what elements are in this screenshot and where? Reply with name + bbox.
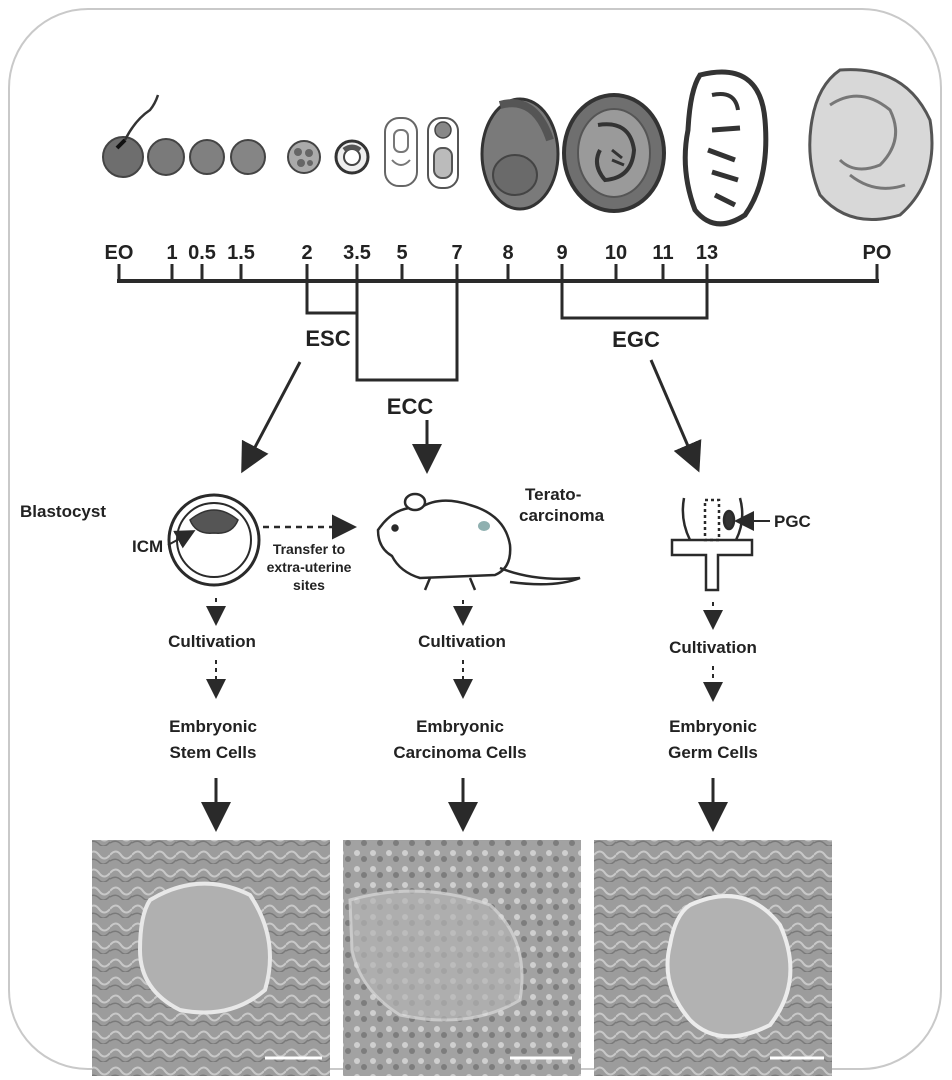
timeline-tick-label: 8 bbox=[502, 242, 513, 264]
morula-icon bbox=[288, 141, 320, 173]
teratocarcinoma-label-line2: carcinoma bbox=[519, 506, 605, 525]
transfer-label-line1: Transfer to bbox=[273, 541, 345, 557]
late-fetus-icon bbox=[810, 70, 932, 220]
transfer-label-line2: extra-uterine bbox=[267, 559, 352, 575]
early-somite-embryo-icon bbox=[428, 118, 458, 188]
timeline-tick-label: 2 bbox=[301, 242, 312, 264]
egc-bracket bbox=[562, 281, 707, 318]
timeline-tick-label: 1 bbox=[166, 242, 177, 264]
genital-ridge-icon bbox=[672, 498, 752, 590]
timeline-tick-label: PO bbox=[863, 242, 892, 264]
cultivation-label-ecc: Cultivation bbox=[418, 632, 506, 651]
two-cell-embryo-icon bbox=[148, 139, 184, 175]
timeline-tick-label: 7 bbox=[451, 242, 462, 264]
result-ecc-line2: Carcinoma Cells bbox=[393, 743, 526, 762]
turning-embryo-icon bbox=[482, 99, 558, 209]
blastocyst-stage-icon bbox=[336, 141, 368, 173]
pgc-label: PGC bbox=[774, 512, 811, 531]
blastocyst-label: Blastocyst bbox=[20, 502, 106, 521]
timeline-tick-label: 0.5 bbox=[188, 242, 216, 264]
result-esc-line1: Embryonic bbox=[169, 717, 257, 736]
icm-label: ICM bbox=[132, 537, 163, 556]
timeline-tick-label: EO bbox=[105, 242, 134, 264]
cultivation-label-esc: Cultivation bbox=[168, 632, 256, 651]
esc-label: ESC bbox=[305, 326, 350, 351]
timeline-tick-label: 13 bbox=[696, 242, 718, 264]
result-egc-line2: Germ Cells bbox=[668, 743, 758, 762]
transfer-label-line3: sites bbox=[293, 577, 325, 593]
esc-arrow bbox=[244, 362, 300, 468]
column-egc: Cultivation Embryonic Germ Cells bbox=[668, 602, 758, 826]
cultivation-label-egc: Cultivation bbox=[669, 638, 757, 657]
result-ecc-line1: Embryonic bbox=[416, 717, 504, 736]
result-esc-line2: Stem Cells bbox=[170, 743, 257, 762]
timeline-tick-label: 3.5 bbox=[343, 242, 371, 264]
fetal-embryo-in-sac-icon bbox=[564, 95, 664, 211]
timeline-tick-label: 1.5 bbox=[227, 242, 255, 264]
timeline-tick-label: 5 bbox=[396, 242, 407, 264]
embryo-stages bbox=[103, 70, 932, 224]
eight-cell-embryo-icon bbox=[231, 140, 265, 174]
egc-label: EGC bbox=[612, 327, 660, 352]
micrograph-ecc bbox=[343, 840, 581, 1076]
result-egc-line1: Embryonic bbox=[669, 717, 757, 736]
timeline-tick-label: 11 bbox=[652, 242, 673, 264]
timeline-tick-label: 9 bbox=[556, 242, 567, 264]
ecc-bracket bbox=[357, 281, 457, 380]
blastocyst-icon bbox=[169, 495, 259, 585]
column-esc: Cultivation Embryonic Stem Cells bbox=[168, 598, 257, 826]
micrograph-esc bbox=[92, 840, 330, 1076]
timeline: EO 1 0.5 1.5 2 3.5 5 7 8 9 10 11 13 PO bbox=[105, 242, 892, 281]
egc-arrow bbox=[651, 360, 697, 467]
timeline-tick-label: 10 bbox=[605, 242, 627, 264]
ecc-label: ECC bbox=[387, 394, 434, 419]
four-cell-embryo-icon bbox=[190, 140, 224, 174]
midgestation-embryo-icon bbox=[685, 72, 766, 224]
teratocarcinoma-label-line1: Terato- bbox=[525, 485, 581, 504]
esc-bracket bbox=[307, 281, 357, 313]
egg-cylinder-icon bbox=[385, 118, 417, 186]
column-ecc: Cultivation Embryonic Carcinoma Cells bbox=[393, 600, 526, 826]
micrograph-egc bbox=[594, 840, 832, 1076]
